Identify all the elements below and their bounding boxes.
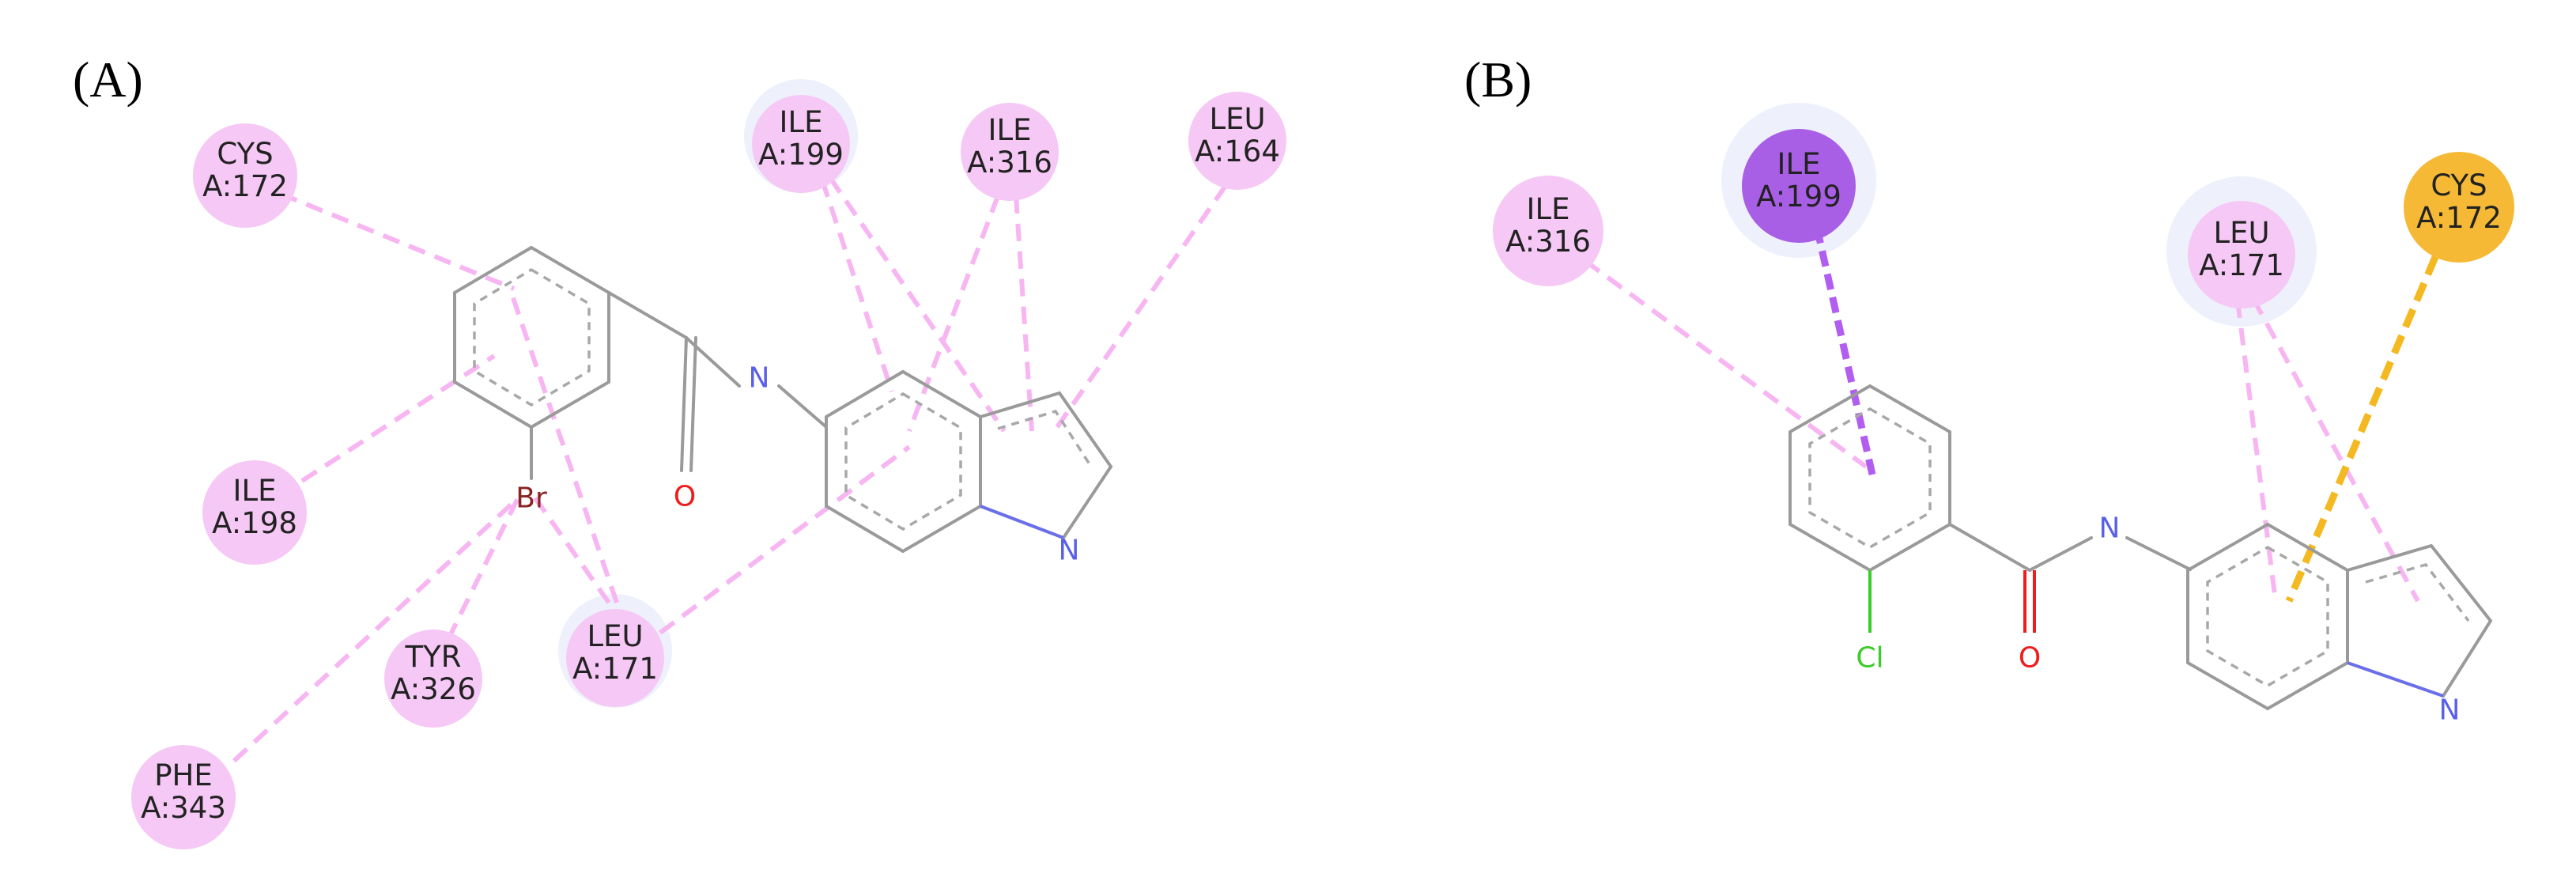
- svg-text:A:326: A:326: [391, 672, 476, 706]
- interaction-a-ile199-2: [828, 176, 1007, 433]
- residue-a-leu164: LEU A:164: [1188, 92, 1286, 190]
- svg-text:TYR: TYR: [405, 640, 462, 674]
- interaction-a-phe343: [232, 496, 520, 763]
- svg-text:A:172: A:172: [202, 169, 288, 203]
- svg-text:ILE: ILE: [1777, 147, 1821, 181]
- interaction-b-ile316: [1584, 259, 1868, 469]
- interaction-b-cys172: [2285, 255, 2439, 603]
- interaction-b-leu171-1: [2235, 300, 2278, 602]
- nitrogen-amide-b: N: [2099, 512, 2121, 545]
- interaction-b-leu171-2: [2251, 297, 2420, 603]
- residue-a-leu171: LEU A:171: [566, 609, 664, 707]
- oxygen-atom-a: O: [674, 481, 696, 513]
- indazole-ring-a: [825, 369, 982, 554]
- svg-text:A:199: A:199: [1756, 180, 1841, 214]
- residue-a-ile199: ILE A:199: [752, 95, 850, 193]
- interactions-a: [232, 176, 1228, 763]
- halogen-atom-a: Br: [516, 482, 547, 515]
- svg-text:A:171: A:171: [2199, 248, 2284, 282]
- nitrogen-ring-b: N: [2439, 694, 2461, 727]
- interaction-b-ile199: [1813, 227, 1876, 475]
- residue-b-ile199: ILE A:199: [1742, 129, 1856, 243]
- interaction-a-ile199-1: [820, 180, 894, 392]
- svg-text:CYS: CYS: [217, 137, 273, 171]
- residue-b-leu171: LEU A:171: [2188, 201, 2295, 308]
- svg-text:A:172: A:172: [2416, 201, 2502, 235]
- benzene-ring-b: [1788, 384, 1951, 573]
- panel-b: (B) Cl O N: [1464, 51, 2514, 727]
- interaction-a-leu171-3: [659, 444, 911, 635]
- svg-text:A:316: A:316: [1505, 225, 1591, 259]
- residue-a-ile316: ILE A:316: [961, 103, 1059, 201]
- svg-text:PHE: PHE: [154, 758, 213, 792]
- svg-text:A:343: A:343: [141, 791, 226, 825]
- interaction-a-leu171-2: [527, 489, 611, 604]
- svg-text:LEU: LEU: [1209, 102, 1265, 136]
- svg-text:A:199: A:199: [758, 138, 844, 172]
- ligand-b: Cl O N N: [1788, 384, 2493, 727]
- residue-b-cys172: CYS A:172: [2404, 152, 2514, 263]
- panel-b-label: (B): [1464, 51, 1532, 108]
- interaction-a-leu164: [1049, 184, 1228, 437]
- residue-a-tyr326: TYR A:326: [384, 630, 482, 728]
- svg-text:A:171: A:171: [572, 652, 658, 686]
- interaction-a-cys172: [279, 191, 516, 291]
- interaction-a-ile198: [300, 354, 496, 483]
- svg-text:ILE: ILE: [988, 113, 1032, 147]
- svg-text:LEU: LEU: [587, 619, 643, 653]
- interaction-a-tyr326: [446, 497, 520, 641]
- svg-text:ILE: ILE: [780, 105, 823, 139]
- ligand-a: Br O N N: [453, 245, 1113, 567]
- halogen-atom-b: Cl: [1856, 642, 1883, 675]
- oxygen-atom-b: O: [2019, 642, 2041, 675]
- benzene-ring-a: [453, 245, 610, 429]
- svg-text:CYS: CYS: [2431, 168, 2487, 202]
- panel-a: (A) Br: [73, 51, 1286, 849]
- residue-b-ile316: ILE A:316: [1493, 176, 1603, 286]
- svg-text:A:198: A:198: [212, 506, 297, 540]
- svg-text:A:316: A:316: [967, 146, 1052, 180]
- residue-a-phe343: PHE A:343: [131, 745, 236, 849]
- svg-text:ILE: ILE: [233, 474, 277, 508]
- interaction-a-ile316-2: [1014, 195, 1034, 432]
- nitrogen-ring-a: N: [1059, 535, 1080, 567]
- panel-a-label: (A): [73, 51, 143, 108]
- interaction-a-ile316-1: [907, 195, 1000, 433]
- interactions-b: [1584, 227, 2439, 603]
- interaction-a-leu171-1: [508, 288, 619, 603]
- svg-text:LEU: LEU: [2213, 216, 2269, 250]
- svg-text:ILE: ILE: [1527, 192, 1570, 226]
- nitrogen-amide-a: N: [749, 362, 770, 395]
- residue-a-ile198: ILE A:198: [202, 460, 307, 565]
- residue-a-cys172: CYS A:172: [193, 123, 297, 228]
- svg-text:A:164: A:164: [1195, 134, 1280, 168]
